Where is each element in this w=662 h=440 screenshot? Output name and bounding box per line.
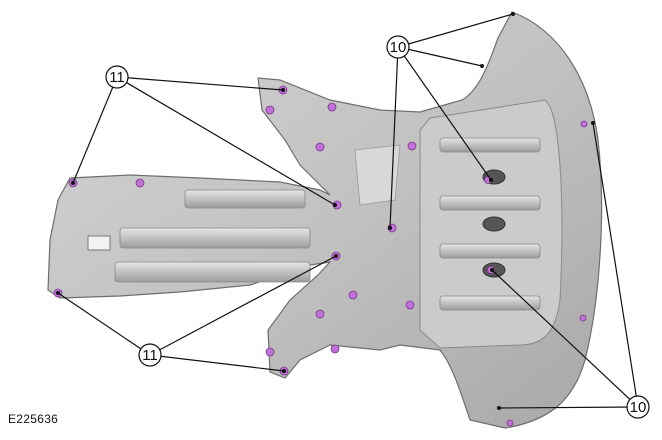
rib-right-3	[439, 243, 541, 259]
bolt	[506, 419, 514, 427]
bolt	[348, 290, 358, 300]
callout-10-top: 10	[386, 35, 410, 59]
leader-lines	[57, 13, 639, 409]
rib-upper	[184, 189, 306, 209]
callout-10-top-label: 10	[390, 39, 407, 56]
rib-right-2	[439, 195, 541, 211]
bolt	[265, 347, 275, 357]
rib-right-1	[439, 137, 541, 153]
rib-right-4	[439, 295, 541, 311]
leader-dots	[56, 12, 595, 410]
callout-10-bottom-label: 10	[630, 399, 647, 416]
figure-id: E225636	[8, 412, 59, 426]
bolt	[327, 102, 337, 112]
rib-lower	[114, 261, 311, 283]
square-cutout	[87, 235, 111, 251]
bolt	[135, 178, 145, 188]
rib-middle	[119, 227, 311, 249]
callout-11-top: 11	[105, 65, 129, 89]
callout-10-bottom: 10	[626, 395, 650, 419]
bolt	[579, 314, 587, 322]
bolt	[315, 309, 325, 319]
center-recess	[354, 144, 401, 206]
bolt	[405, 300, 415, 310]
slot-2	[482, 216, 506, 232]
bolt	[330, 344, 340, 354]
callout-11-bottom-label: 11	[142, 347, 158, 364]
callout-11-bottom: 11	[138, 343, 162, 367]
bolt	[580, 120, 588, 128]
bolt	[407, 141, 417, 151]
bolt	[315, 142, 325, 152]
bolt	[265, 105, 275, 115]
underbody-shield-panel	[47, 11, 603, 429]
callout-11-top-label: 11	[109, 69, 125, 86]
